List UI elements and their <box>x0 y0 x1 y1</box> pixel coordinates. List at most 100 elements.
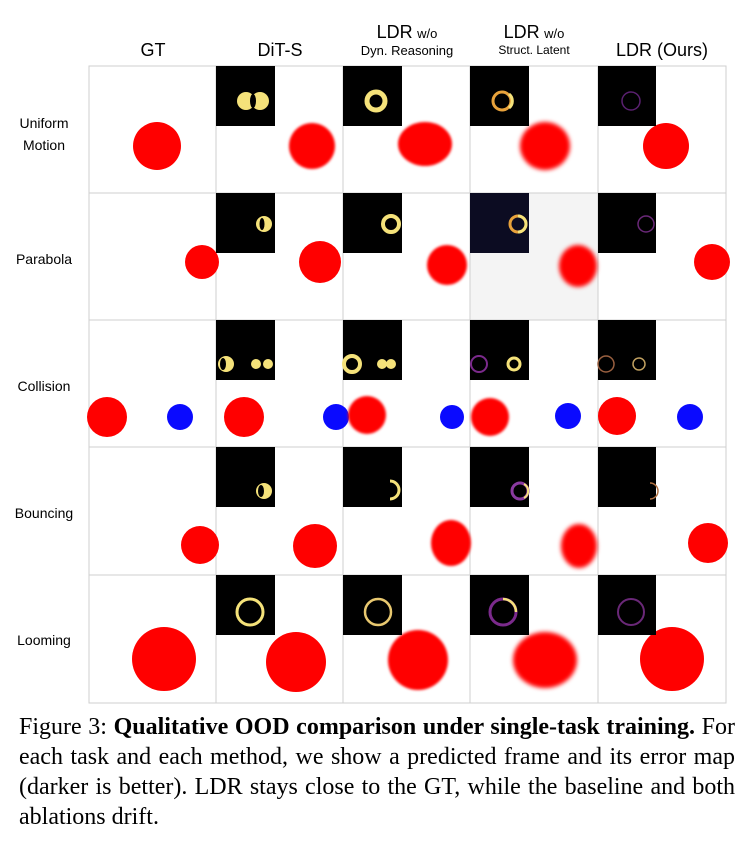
error-arc <box>507 92 514 110</box>
error-arc <box>389 479 401 501</box>
row-label-collision: Collision <box>0 375 88 397</box>
error-ring <box>632 357 646 371</box>
red-ball <box>640 627 704 691</box>
column-label-suffix: w/o <box>544 26 565 41</box>
red-ball <box>181 526 219 564</box>
column-header-dit-s: DiT-S <box>240 40 320 61</box>
error-arc <box>523 483 530 499</box>
red-ball <box>431 520 471 566</box>
column-header-ldr-no-dyn: LDR w/o Dyn. Reasoning <box>343 22 471 58</box>
error-map <box>343 575 402 635</box>
red-ball <box>688 523 728 563</box>
error-ring <box>364 89 388 113</box>
red-ball <box>559 245 597 287</box>
error-blob <box>251 359 261 369</box>
red-ball <box>598 397 636 435</box>
error-map <box>470 447 529 507</box>
red-ball <box>694 244 730 280</box>
red-ball <box>289 123 335 169</box>
caption-prefix: Figure 3: <box>19 714 114 740</box>
error-ring <box>381 214 401 234</box>
row-label-line: Collision <box>17 378 71 394</box>
error-map <box>343 66 402 126</box>
error-ring <box>597 355 615 373</box>
error-blob <box>386 359 396 369</box>
caption-bold: Qualitative OOD comparison under single-… <box>113 714 696 740</box>
error-blob <box>258 485 264 497</box>
error-blob <box>377 359 387 369</box>
row-label-line: Bouncing <box>14 505 74 521</box>
column-label: LDR (Ours) <box>615 40 708 60</box>
error-blob <box>263 359 273 369</box>
blue-ball <box>323 404 349 430</box>
error-blob <box>250 94 256 108</box>
error-blob <box>220 358 226 370</box>
error-ring <box>637 215 655 233</box>
column-label-suffix: w/o <box>417 26 438 41</box>
error-map <box>598 193 656 253</box>
error-blob <box>259 218 265 230</box>
red-ball <box>266 632 326 692</box>
row-label-bouncing: Bouncing <box>0 502 88 524</box>
red-ball <box>513 632 577 688</box>
column-sublabel: Struct. Latent <box>498 43 570 57</box>
red-ball <box>471 398 509 436</box>
error-map <box>343 447 402 507</box>
error-map <box>470 320 529 380</box>
row-label-line: Parabola <box>15 251 73 267</box>
error-ring <box>621 91 641 111</box>
red-ball <box>299 241 341 283</box>
column-label: LDR <box>503 22 540 42</box>
error-arc <box>649 482 659 500</box>
error-ring <box>235 597 265 627</box>
row-label-line: Uniform <box>19 115 69 131</box>
red-ball <box>427 245 467 285</box>
error-ring <box>506 356 522 372</box>
red-ball <box>398 122 452 166</box>
error-blob <box>251 92 269 110</box>
row-label-line: Motion <box>22 137 66 153</box>
error-ring <box>617 598 645 626</box>
error-ring <box>342 354 362 374</box>
error-ring <box>363 597 393 627</box>
figure-caption: Figure 3: Qualitative OOD comparison und… <box>19 712 735 832</box>
error-blob <box>237 92 255 110</box>
column-label: LDR <box>376 22 413 42</box>
row-label-looming: Looming <box>0 629 88 651</box>
red-ball <box>87 397 127 437</box>
column-label: DiT-S <box>257 40 303 60</box>
column-sublabel: Dyn. Reasoning <box>360 43 454 58</box>
column-header-ldr-no-struct: LDR w/o Struct. Latent <box>469 22 599 57</box>
blue-ball <box>440 405 464 429</box>
red-ball <box>561 524 597 568</box>
qualitative-comparison-grid <box>87 65 730 704</box>
row-label-parabola: Parabola <box>0 248 88 270</box>
red-ball <box>293 524 337 568</box>
error-map <box>598 447 656 507</box>
column-label: GT <box>140 40 166 60</box>
blue-ball <box>167 404 193 430</box>
column-header-ldr-ours: LDR (Ours) <box>598 40 726 61</box>
red-ball <box>348 396 386 434</box>
error-ring <box>470 355 488 373</box>
error-map <box>216 575 275 635</box>
error-arc <box>502 597 518 613</box>
red-ball <box>133 122 181 170</box>
caption-text: For each task and each method, we show a… <box>19 714 736 830</box>
red-ball <box>388 630 448 690</box>
row-label-uniform-motion: Uniform Motion <box>0 112 88 156</box>
red-ball <box>643 123 689 169</box>
red-ball <box>132 627 196 691</box>
blue-ball <box>677 404 703 430</box>
row-label-line: Looming <box>17 632 71 648</box>
error-map <box>470 193 529 253</box>
error-map <box>343 193 402 253</box>
error-map <box>598 575 656 635</box>
red-ball <box>520 122 570 170</box>
blue-ball <box>555 403 581 429</box>
error-arc <box>517 214 528 234</box>
error-map <box>598 320 656 380</box>
column-header-gt: GT <box>113 40 193 61</box>
red-ball <box>224 397 264 437</box>
red-ball <box>185 245 219 279</box>
